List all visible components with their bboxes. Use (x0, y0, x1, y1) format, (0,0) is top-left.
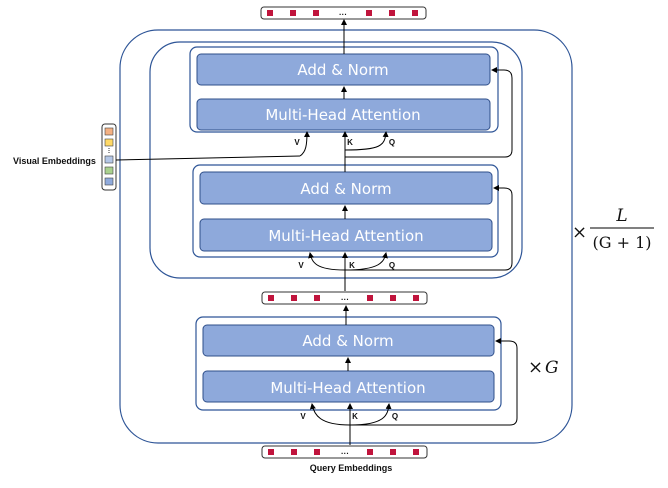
add-norm-text-1: Add & Norm (297, 61, 388, 79)
add-norm-block-3 (202, 324, 495, 357)
mha-text-3: Multi-Head Attention (270, 379, 425, 397)
svg-text:···: ··· (339, 10, 347, 19)
svg-text:L: L (615, 206, 627, 226)
mha-block-2 (199, 218, 493, 252)
mid-token-strip: ··· (261, 291, 428, 305)
add-norm-text-3: Add & Norm (302, 332, 393, 350)
query-token-strip: ··· (261, 445, 428, 459)
q-label-1: Q (389, 138, 395, 147)
mha-text-1: Multi-Head Attention (265, 106, 420, 124)
visual-token-strip (101, 123, 117, 191)
mha-text-2: Multi-Head Attention (268, 227, 423, 245)
svg-text:···: ··· (341, 295, 349, 304)
output-token-strip: ··· (260, 6, 427, 20)
outer-repeat-label: × L (G + 1) (572, 206, 654, 252)
visual-embeddings-label: Visual Embeddings (13, 156, 96, 166)
q-label-3: Q (392, 412, 398, 421)
svg-text:×: × (528, 357, 543, 378)
svg-text:G: G (545, 358, 559, 378)
add-norm-block-2 (199, 171, 493, 205)
flow-lines (115, 19, 518, 445)
v-label-2: V (298, 261, 304, 270)
svg-text:(G + 1): (G + 1) (592, 233, 651, 252)
k-label-3: K (352, 412, 358, 421)
repeated-layer-frame (149, 41, 523, 279)
svg-text:···: ··· (341, 449, 349, 458)
q-label-2: Q (389, 261, 395, 270)
inner-repeat-label: × G (528, 357, 559, 378)
self-attn-frame-2 (195, 316, 502, 411)
k-label-1: K (347, 138, 353, 147)
query-embeddings-label: Query Embeddings (310, 463, 393, 473)
svg-text:×: × (572, 222, 587, 243)
v-label-3: V (300, 412, 306, 421)
add-norm-text-2: Add & Norm (300, 180, 391, 198)
outer-frame (119, 29, 573, 444)
k-label-2: K (349, 261, 355, 270)
v-label-1: V (294, 138, 300, 147)
